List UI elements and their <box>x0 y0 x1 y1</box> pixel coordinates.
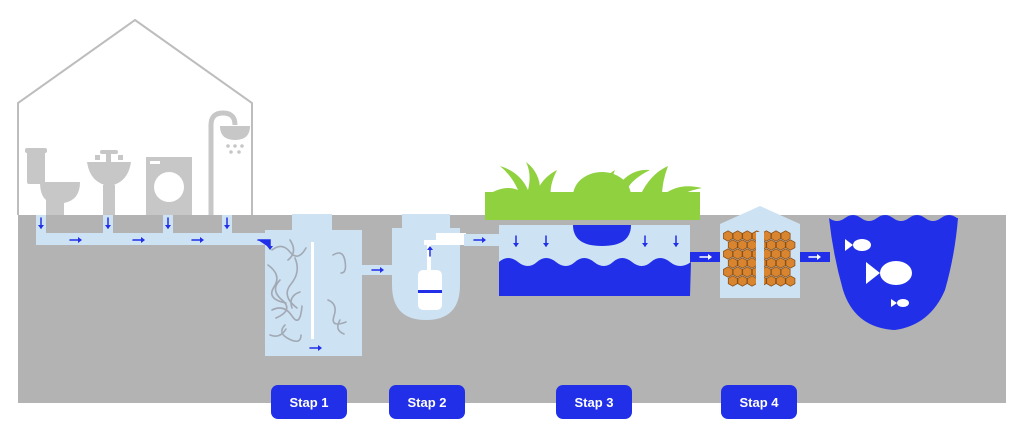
helophyte-filter <box>485 162 702 296</box>
step-3-button[interactable]: Stap 3 <box>556 385 632 419</box>
filter-media-cell <box>780 248 791 260</box>
filter-media-cell <box>737 257 748 269</box>
filter-media-cell <box>727 257 738 269</box>
filter-media-cell <box>727 239 738 251</box>
sludge-fibers <box>267 239 347 343</box>
filter-media-cell <box>771 230 781 242</box>
filter-media-cell <box>727 275 738 287</box>
filter-media-cell <box>723 230 733 242</box>
septic-tank <box>265 214 362 356</box>
filter-media-cell <box>732 266 743 278</box>
shower-icon <box>208 110 250 215</box>
post-filter <box>720 206 800 298</box>
fish-icon <box>845 239 912 307</box>
filter-media <box>723 230 796 287</box>
filter-media-cell <box>723 266 733 278</box>
filter-media-cell <box>732 248 743 260</box>
filter-media-cell <box>780 266 791 278</box>
filter-media-cell <box>737 239 748 251</box>
filter-media-cell <box>723 248 733 260</box>
house-outline <box>17 18 253 215</box>
filter-media-cell <box>775 239 786 251</box>
step-4-button[interactable]: Stap 4 <box>721 385 797 419</box>
sink-icon <box>87 150 131 215</box>
filter-media-cell <box>780 230 791 242</box>
filter-media-cell <box>742 248 753 260</box>
step-2-button[interactable]: Stap 2 <box>389 385 465 419</box>
filter-media-cell <box>737 275 748 287</box>
step-1-button[interactable]: Stap 1 <box>271 385 347 419</box>
flow-arrows <box>38 217 821 351</box>
filter-media-cell <box>775 275 786 287</box>
washing-machine-icon <box>146 157 192 215</box>
filter-media-cell <box>747 257 757 269</box>
filter-media-cell <box>732 230 743 242</box>
filter-media-cell <box>771 266 781 278</box>
surface-water-pond <box>829 215 958 330</box>
filter-media-cell <box>785 239 796 251</box>
filter-media-cell <box>742 230 753 242</box>
filter-media-cell <box>775 257 786 269</box>
filter-media-cell <box>766 275 777 287</box>
filter-media-cell <box>742 266 753 278</box>
filter-media-cell <box>747 275 757 287</box>
filter-media-cell <box>766 239 777 251</box>
filter-media-cell <box>785 257 796 269</box>
toilet-icon <box>25 148 80 215</box>
filter-media-cell <box>766 257 777 269</box>
filter-media-cell <box>747 239 757 251</box>
filter-media-cell <box>771 248 781 260</box>
pump-well <box>392 214 466 320</box>
filter-media-cell <box>785 275 796 287</box>
